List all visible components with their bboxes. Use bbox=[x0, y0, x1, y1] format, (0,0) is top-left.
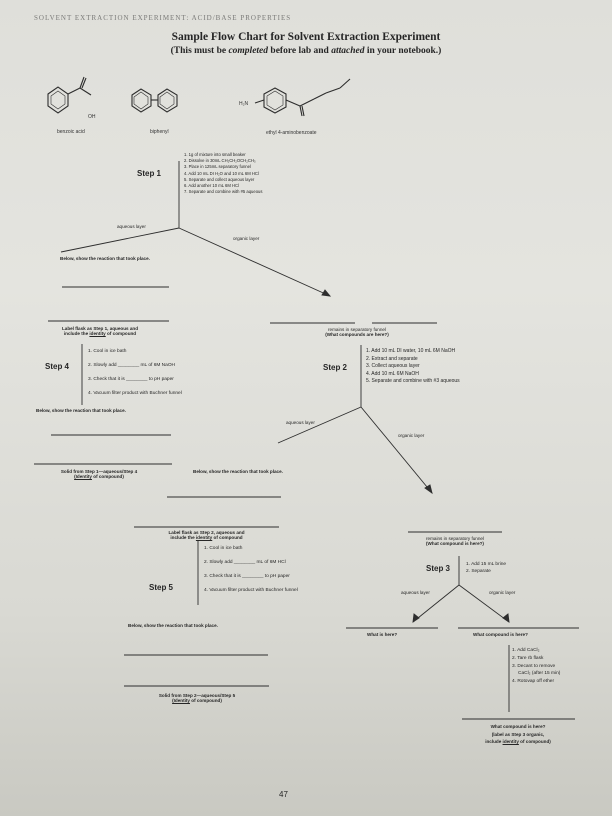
step-1-organic-label: organic layer bbox=[233, 236, 260, 241]
step-3-label: Step 3 bbox=[426, 564, 451, 573]
step-5-item: 2. Slowly add ________ mL of 6M HCl bbox=[204, 560, 286, 565]
page-header: SOLVENT EXTRACTION EXPERIMENT: ACID/BASE… bbox=[34, 14, 292, 22]
step-4-instructions: 1. Cool in ice bath 2. Slowly add ______… bbox=[88, 345, 182, 401]
step-1-label: Step 1 bbox=[137, 169, 162, 178]
step-4-item: 1. Cool in ice bath bbox=[88, 349, 127, 354]
step-2-aqueous-label: aqueous layer bbox=[286, 420, 315, 425]
ethyl-aminobenzoate-structure bbox=[254, 78, 351, 117]
ethyl-aminobenzoate-label: ethyl 4-aminobenzoate bbox=[266, 130, 317, 136]
step-1-item: 4. Add 10 mL DI H₂O and 10 mL 6M HCl bbox=[184, 170, 259, 176]
step-2-item: 1. Add 10 mL DI water, 10 mL 6M NaOH bbox=[366, 348, 456, 354]
step-5-item: 3. Check that it is ________ to pH paper bbox=[204, 574, 290, 579]
step-2-item: 2. Extract and separate bbox=[366, 355, 418, 362]
remains-2-prompt: remains in separatory funnel (What compo… bbox=[426, 536, 484, 546]
step-5-label: Step 5 bbox=[149, 583, 174, 592]
step-3-organic-item: CaCl₂ (after 15 min) bbox=[518, 671, 561, 677]
amine-label: H₂N bbox=[239, 101, 249, 107]
step-1-item: 5. Separate and collect aqueous layer bbox=[184, 176, 255, 182]
step-2-organic-label: organic layer bbox=[398, 433, 425, 438]
biphenyl-structure bbox=[131, 88, 178, 113]
page-title: Sample Flow Chart for Solvent Extraction… bbox=[171, 31, 441, 43]
what-compound-prompt: What compound is here? bbox=[473, 632, 528, 637]
step-4-item: 3. Check that it is ________ to pH paper bbox=[88, 377, 174, 382]
step-5-reaction-prompt: Below, show the reaction that took place… bbox=[128, 623, 218, 628]
step-4-item: 4. Vacuum filter product with Buchner fu… bbox=[88, 391, 182, 396]
flask-2-instructions: Label flask as Step 2, aqueous and inclu… bbox=[168, 530, 245, 540]
oh-label: OH bbox=[88, 114, 96, 120]
biphenyl-label: biphenyl bbox=[150, 129, 169, 135]
step-1-item: 6. Add another 10 mL 6M HCl bbox=[184, 183, 240, 189]
step-3-organic-item: 1. Add CaCl₂ bbox=[512, 648, 540, 653]
remains-1-prompt: remains in separatory funnel (What compo… bbox=[325, 327, 389, 337]
step-1-aqueous-label: aqueous layer bbox=[117, 224, 146, 229]
step-5-item: 4. Vacuum filter product with Buchner fu… bbox=[204, 588, 298, 593]
step-3-organic-item: 3. Decant to remove bbox=[512, 663, 556, 669]
benzoic-acid-structure bbox=[47, 76, 92, 114]
step-3-final-prompt: What compound is here? (label as Step 3 … bbox=[485, 724, 551, 745]
step-1-instructions: 1. 1g of mixture into small beaker 2. Di… bbox=[184, 152, 262, 195]
step-1-item: 1. 1g of mixture into small beaker bbox=[184, 152, 246, 157]
step-2-item: 4. Add 10 mL 6M NaOH bbox=[366, 370, 419, 377]
step-4-item: 2. Slowly add ________ mL of 6M NaOH bbox=[88, 363, 176, 368]
step-3-item: 1. Add 15 mL brine bbox=[466, 562, 507, 567]
step-5-instructions: 1. Cool in ice bath 2. Slowly add ______… bbox=[204, 542, 298, 598]
step-3-organic-item: 2. Tare rb flask bbox=[512, 655, 544, 661]
step-3-organic-instructions: 1. Add CaCl₂ 2. Tare rb flask 3. Decant … bbox=[512, 647, 560, 686]
step-4-solid-label: Solid from Step 1—aqueous/Step 4 (Identi… bbox=[60, 469, 138, 479]
step-3-item: 2. Separate bbox=[466, 569, 491, 575]
step-2-instructions: 1. Add 10 mL DI water, 10 mL 6M NaOH 2. … bbox=[366, 348, 460, 386]
step-2-label: Step 2 bbox=[323, 363, 348, 372]
step-3-organic-item: 4. Rotovap off ether bbox=[512, 679, 555, 685]
step-1-item: 7. Separate and combine with #5 aqueous bbox=[184, 189, 263, 195]
step-3-organic-label: organic layer bbox=[489, 590, 516, 595]
page-number: 47 bbox=[279, 790, 288, 799]
benzoic-acid-label: benzoic acid bbox=[57, 129, 85, 135]
step-5-solid-label: Solid from Step 2—aqueous/Step 5 (Identi… bbox=[158, 693, 236, 703]
flask-1-instructions: Label flask as Step 1, aqueous and inclu… bbox=[61, 326, 139, 336]
what-is-here-prompt: What is here? bbox=[367, 632, 398, 637]
step-4-label: Step 4 bbox=[45, 362, 70, 371]
step-1-item: 2. Dissolve in 30mL CH₂CH₂OCH₂CH₃ bbox=[184, 158, 256, 164]
step-1-reaction-prompt: Below, show the reaction that took place… bbox=[60, 256, 150, 261]
step-2-reaction-prompt: Below, show the reaction that took place… bbox=[193, 469, 283, 474]
step-5-item: 1. Cool in ice bath bbox=[204, 546, 243, 551]
step-3-aqueous-label: aqueous layer bbox=[401, 590, 430, 595]
step-2-item: 5. Separate and combine with #3 aqueous bbox=[366, 378, 460, 385]
page-subtitle: (This must be completed before lab and a… bbox=[170, 46, 442, 56]
step-2-item: 3. Collect aqueous layer bbox=[366, 363, 420, 370]
step-3-instructions: 1. Add 15 mL brine 2. Separate bbox=[466, 561, 506, 575]
step-4-reaction-prompt: Below, show the reaction that took place… bbox=[36, 408, 126, 413]
step-1-item: 3. Place in 125mL separatory funnel bbox=[184, 164, 251, 170]
